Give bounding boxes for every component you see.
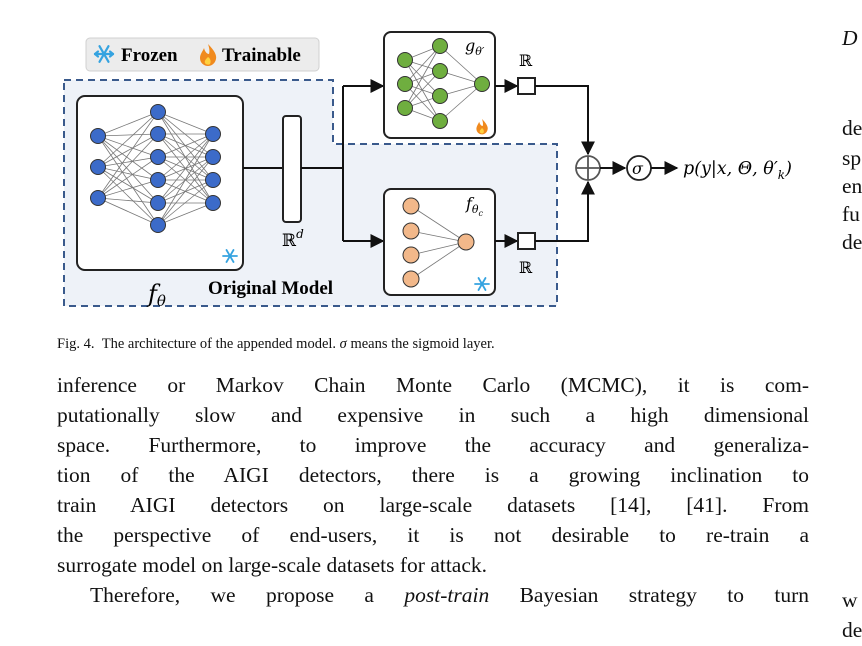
trainable-node: [432, 63, 448, 79]
body-paragraph: inference or Markov Chain Monte Carlo (M…: [57, 370, 809, 610]
classifier-node: [457, 233, 475, 251]
trainable-node: [432, 88, 448, 104]
backbone-node: [205, 195, 221, 211]
text-line: the perspective of end-users, it is not …: [57, 523, 809, 547]
backbone-node: [205, 172, 221, 188]
backbone-node: [150, 172, 166, 188]
backbone-node: [150, 195, 166, 211]
original-classifier-network: fθc: [383, 188, 496, 296]
text-line: train AIGI detectors on large-scale data…: [57, 493, 809, 517]
trainable-node: [474, 76, 490, 92]
backbone-network: [76, 95, 244, 271]
trainable-node: [397, 76, 413, 92]
right-column-fragment: w: [842, 588, 858, 612]
backbone-node: [90, 190, 106, 206]
right-column-fragment: de: [842, 618, 862, 642]
backbone-node: [205, 126, 221, 142]
trainable-node: [397, 100, 413, 116]
scalar-label-top: ℝ: [519, 51, 533, 70]
backbone-node: [150, 104, 166, 120]
scalar-label-bottom: ℝ: [519, 258, 533, 277]
text-line: tion of the AIGI detectors, there is a g…: [57, 463, 809, 487]
right-column-fragment: de: [842, 230, 862, 254]
text-line: putationally slow and expensive in such …: [57, 403, 809, 427]
backbone-node: [90, 128, 106, 144]
classifier-node: [402, 246, 420, 264]
sigmoid-node: σ: [626, 155, 652, 181]
flame-icon: [200, 44, 217, 66]
flame-icon: [476, 119, 488, 135]
right-column-fragment: fu: [842, 202, 860, 226]
svg-text:σ: σ: [632, 159, 644, 178]
classifier-node: [402, 222, 420, 240]
right-column-fragment: D: [842, 26, 858, 50]
text-line: surrogate model on large-scale datasets …: [57, 553, 488, 577]
backbone-node: [150, 126, 166, 142]
output-probability-label: p(y|x, Θ, θ′k): [683, 159, 792, 182]
text-line: space. Furthermore, to improve the accur…: [57, 433, 809, 457]
legend: Frozen Trainable: [85, 37, 320, 72]
text-line: Therefore, we propose a post-train Bayes…: [90, 583, 809, 607]
snowflake-icon: [93, 45, 115, 63]
classifier-node: [402, 270, 420, 288]
g-network-label: gθ′: [465, 36, 485, 58]
architecture-figure: Frozen Trainable fθ ℝd gθ′: [63, 31, 792, 310]
classifier-label: fθc: [465, 194, 484, 218]
scalar-output-box-top: [517, 77, 536, 95]
scalar-output-box-bottom: [517, 232, 536, 250]
legend-trainable-label: Trainable: [222, 45, 301, 66]
appended-trainable-network: gθ′: [383, 31, 496, 139]
right-column-fragment: en: [842, 174, 862, 198]
trainable-node: [397, 52, 413, 68]
right-column-fragment: sp: [842, 146, 862, 170]
trainable-node: [432, 38, 448, 54]
backbone-node: [150, 149, 166, 165]
right-column-fragment: de: [842, 116, 862, 140]
snowflake-icon: [222, 249, 238, 263]
sum-node: [575, 155, 601, 181]
figure-caption: Fig. 4. The architecture of the appended…: [57, 336, 495, 352]
feature-dimension-label: ℝd: [282, 227, 304, 251]
legend-frozen-label: Frozen: [121, 45, 178, 66]
trainable-node: [432, 113, 448, 129]
snowflake-icon: [474, 277, 490, 291]
original-model-label: Original Model: [208, 278, 333, 299]
backbone-node: [150, 217, 166, 233]
feature-vector-bar: [282, 115, 302, 223]
classifier-node: [402, 197, 420, 215]
backbone-node: [205, 149, 221, 165]
text-line: inference or Markov Chain Monte Carlo (M…: [57, 373, 809, 397]
backbone-node: [90, 159, 106, 175]
